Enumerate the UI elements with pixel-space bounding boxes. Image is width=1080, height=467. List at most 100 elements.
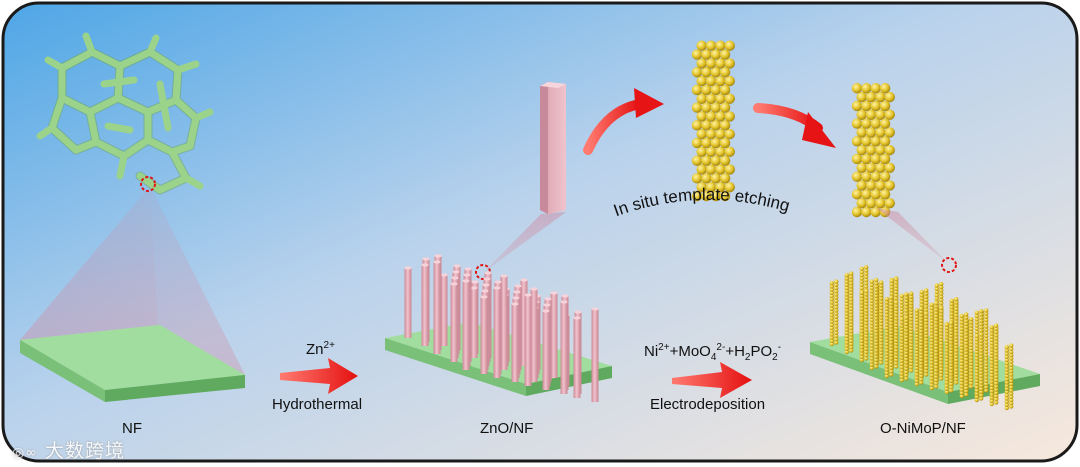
zno-nanorod xyxy=(524,295,532,386)
nimop-sphere xyxy=(859,282,864,287)
nimop-sphere xyxy=(959,339,964,344)
zno-nanorod-cap xyxy=(573,316,581,320)
onimop-nanotube xyxy=(914,306,924,387)
nimop-sphere xyxy=(851,83,863,94)
nimop-sphere xyxy=(879,331,884,336)
nimop-sphere xyxy=(984,369,989,374)
nimop-sphere xyxy=(934,323,939,328)
nimop-sphere xyxy=(924,304,929,309)
nimop-sphere xyxy=(949,308,954,313)
nimop-sphere xyxy=(851,171,863,182)
zno-nanorod-cap xyxy=(544,297,552,301)
nimop-sphere xyxy=(889,356,894,361)
nimop-sphere xyxy=(994,339,999,344)
nimop-sphere xyxy=(914,314,919,319)
nimop-sphere xyxy=(929,366,934,371)
nimop-sphere xyxy=(994,329,999,335)
nimop-sphere xyxy=(899,297,904,302)
nimop-sphere xyxy=(705,75,717,87)
nimop-sphere xyxy=(870,118,881,129)
nimop-sphere xyxy=(884,109,895,120)
nimop-sphere xyxy=(964,315,969,320)
nimop-sphere xyxy=(1004,370,1009,375)
nimop-sphere xyxy=(904,373,909,378)
nimop-sphere xyxy=(974,397,979,403)
nimop-sphere xyxy=(894,351,899,356)
nimop-sphere xyxy=(994,336,999,341)
nimop-sphere xyxy=(829,297,834,302)
nimop-sphere xyxy=(859,290,864,295)
zno-nanorod-cap xyxy=(493,286,501,290)
nimop-sphere xyxy=(934,358,939,363)
nimop-sphere xyxy=(974,329,979,335)
nimop-sphere xyxy=(964,379,969,384)
nimop-sphere xyxy=(954,325,959,331)
nimop-sphere xyxy=(929,373,934,378)
nimop-sphere xyxy=(884,144,895,156)
nimop-sphere xyxy=(1009,388,1014,393)
nimop-sphere xyxy=(974,346,979,351)
nimop-sphere xyxy=(875,162,886,173)
nimop-sphere xyxy=(874,297,879,302)
nimop-sphere xyxy=(889,317,894,323)
nimop-sphere xyxy=(864,301,869,307)
nimop-sphere xyxy=(979,396,984,401)
nimop-sphere xyxy=(874,348,879,353)
nimop-sphere xyxy=(939,363,944,368)
zno-nanorod xyxy=(404,268,412,338)
nimop-sphere xyxy=(954,306,959,311)
nimop-sphere xyxy=(869,279,874,284)
nimop-sphere xyxy=(1004,393,1009,398)
zno-nanorod xyxy=(421,265,429,346)
nimop-sphere xyxy=(894,300,899,305)
nimop-sphere xyxy=(884,313,889,318)
nimop-sphere xyxy=(879,286,884,291)
nimop-sphere xyxy=(899,306,904,311)
zno-nanorod xyxy=(480,297,488,374)
zno-nanorod-cap xyxy=(453,264,461,268)
nimop-sphere xyxy=(696,146,707,157)
watermark-text: 大数跨境 xyxy=(44,440,125,462)
etching-arrow-left xyxy=(583,99,645,155)
nimop-sphere xyxy=(919,313,924,318)
nimop-sphere xyxy=(889,333,894,339)
nimop-sphere xyxy=(954,345,959,350)
nimop-sphere xyxy=(844,305,849,310)
nimop-sphere xyxy=(869,340,874,345)
nimop-sphere xyxy=(969,381,974,386)
nimop-sphere xyxy=(849,309,854,315)
nimop-sphere xyxy=(989,341,994,346)
nimop-sphere xyxy=(894,293,899,298)
nimop-sphere xyxy=(869,282,874,287)
nimop-sphere xyxy=(904,328,909,333)
nimop-sphere xyxy=(964,389,969,394)
nimop-sphere xyxy=(949,365,954,371)
nimop-sphere xyxy=(844,279,849,284)
nimop-sphere xyxy=(884,351,889,356)
nimop-sphere xyxy=(701,137,712,149)
nimop-sphere xyxy=(979,345,984,350)
nimop-sphere xyxy=(929,331,934,336)
nimop-sphere xyxy=(939,353,944,359)
nimop-sphere xyxy=(879,334,884,339)
nimop-sphere xyxy=(929,318,934,323)
nimop-sphere xyxy=(954,297,959,302)
nimop-sphere xyxy=(954,329,959,334)
nimop-sphere xyxy=(875,197,886,209)
nimop-sphere xyxy=(884,329,889,334)
nimop-sphere xyxy=(974,359,979,364)
nimop-sphere xyxy=(959,390,964,395)
nimop-sphere xyxy=(861,189,872,200)
nimop-sphere xyxy=(944,348,949,353)
nimop-sphere xyxy=(894,348,899,353)
nimop-sphere xyxy=(1004,351,1009,356)
nimop-sphere xyxy=(929,357,934,362)
nimop-sphere xyxy=(859,276,864,281)
nimop-sphere xyxy=(944,329,949,334)
nimop-sphere xyxy=(899,339,904,344)
nimop-sphere xyxy=(864,343,869,348)
nimop-sphere xyxy=(939,357,944,362)
nimop-sphere xyxy=(954,341,959,347)
nimop-sphere xyxy=(914,365,919,371)
nimop-sphere xyxy=(989,344,994,349)
